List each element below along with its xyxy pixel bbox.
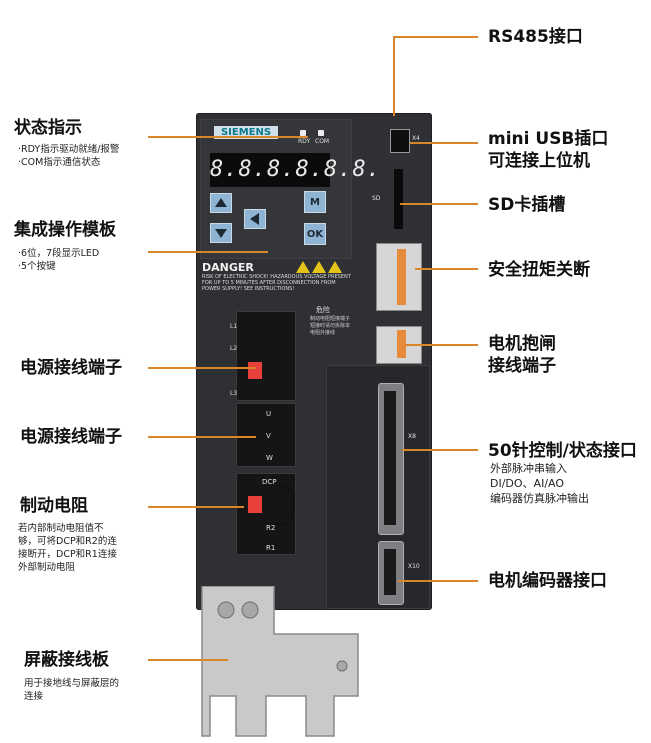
leader-usb (410, 142, 478, 144)
sto-label: 安全扭矩关断 (488, 260, 590, 280)
u-label: U (266, 410, 272, 418)
x10-label: X10 (408, 563, 420, 570)
seven-segment-display: 8.8.8.8.8.8. (210, 153, 380, 187)
sd-card-slot[interactable] (394, 169, 403, 229)
rdy-label: RDY (298, 138, 311, 145)
ok-key[interactable]: OK (304, 223, 326, 245)
leader-status (148, 136, 308, 138)
brand-logo: SIEMENS (214, 126, 278, 139)
x8-connector-inner (384, 391, 396, 525)
up-key[interactable] (210, 193, 232, 213)
shield-sub-2: 连接 (24, 691, 44, 702)
leader-brake (405, 344, 478, 346)
mini-usb-port[interactable] (390, 129, 410, 153)
leader-rs485-h (393, 36, 478, 38)
com-label: COM (315, 138, 330, 145)
warning-icon (296, 261, 310, 273)
w-label: W (266, 454, 273, 462)
panel-sub-1: ·6位，7段显示LED (18, 248, 100, 259)
braking-sub-1: 若内部制动电阻值不 (18, 523, 104, 534)
sd-label: SD (372, 195, 381, 202)
jumper-red (248, 362, 262, 379)
l3-label: L3 (230, 390, 238, 397)
leader-shield (148, 659, 228, 661)
encoder-label: 电机编码器接口 (488, 571, 607, 591)
r1-label: R1 (266, 544, 276, 552)
warning-icon (312, 261, 326, 273)
panel-label: 集成操作模板 (14, 220, 116, 240)
control-sub-1: 外部脉冲串输入 (490, 462, 567, 475)
m-key[interactable]: M (304, 191, 326, 213)
leader-sd (400, 203, 478, 205)
status-sub-1: ·RDY指示驱动就绪/报警 (18, 144, 120, 155)
com-led (318, 130, 324, 136)
mini-usb-label-2: 可连接上位机 (488, 151, 590, 171)
shield-sub-1: 用于接地线与屏蔽层的 (24, 678, 120, 689)
danger-title: DANGER (202, 261, 254, 274)
shield-plate (201, 586, 359, 737)
leader-panel (148, 251, 268, 253)
panel-sub-2: ·5个按键 (18, 261, 56, 272)
power-label-2: 电源接线端子 (20, 427, 122, 447)
brake-orange (397, 330, 406, 358)
danger-cn-text: 制动电阻短接端子短接时请勿拆除本电阻外接线 (310, 316, 351, 336)
servo-drive-body: SIEMENS RDY COM 8.8.8.8.8.8. M OK DANGER… (196, 113, 432, 610)
arrow-up-icon (215, 198, 227, 207)
leader-power1 (148, 367, 256, 369)
control-sub-3: 编码器仿真脉冲输出 (490, 492, 589, 505)
leader-sto (415, 268, 478, 270)
rdy-led (300, 130, 306, 136)
arrow-left-icon (250, 213, 259, 225)
leader-rs485-v (393, 36, 395, 116)
x4-label: X4 (412, 135, 420, 142)
brake-label-2: 接线端子 (488, 356, 556, 376)
leader-encoder (398, 580, 478, 582)
braking-sub-3: 接断开，DCP和R1连接 (18, 549, 117, 560)
encoder-connector-inner (384, 549, 396, 595)
warning-icon (328, 261, 342, 273)
dcp-label: DCP (262, 478, 277, 486)
left-key[interactable] (244, 209, 266, 229)
power-label-1: 电源接线端子 (20, 358, 122, 378)
leader-power2 (148, 436, 256, 438)
danger-cn-title: 危险 (316, 306, 330, 314)
brake-label-1: 电机抱闸 (488, 334, 556, 354)
v-label: V (266, 432, 271, 440)
brake-wire (274, 485, 294, 525)
leader-braking (148, 506, 244, 508)
l1-label: L1 (230, 323, 238, 330)
arrow-down-icon (215, 229, 227, 238)
l2-label: L2 (230, 345, 238, 352)
line-terminal-block (236, 311, 296, 401)
danger-text: RISK OF ELECTRIC SHOCK! HAZARDOUS VOLTAG… (202, 274, 351, 292)
motor-terminal-block (236, 403, 296, 467)
status-sub-2: ·COM指示通信状态 (18, 157, 101, 168)
leader-control (402, 449, 478, 451)
shield-label: 屏蔽接线板 (24, 650, 109, 670)
braking-sub-2: 够，可将DCP和R2的连 (18, 536, 117, 547)
braking-label: 制动电阻 (20, 496, 88, 516)
r2-label: R2 (266, 524, 276, 532)
jumper-red-brake (248, 496, 262, 513)
status-label: 状态指示 (14, 118, 82, 138)
mini-usb-label-1: mini USB插口 (488, 129, 609, 149)
sd-slot-label: SD卡插槽 (488, 195, 566, 215)
x8-label: X8 (408, 433, 416, 440)
rs485-label: RS485接口 (488, 27, 583, 47)
control-label: 50针控制/状态接口 (488, 441, 637, 461)
braking-sub-4: 外部制动电阻 (18, 562, 76, 573)
sto-orange-1 (397, 249, 406, 305)
down-key[interactable] (210, 223, 232, 243)
control-sub-2: DI/DO、AI/AO (490, 477, 565, 490)
